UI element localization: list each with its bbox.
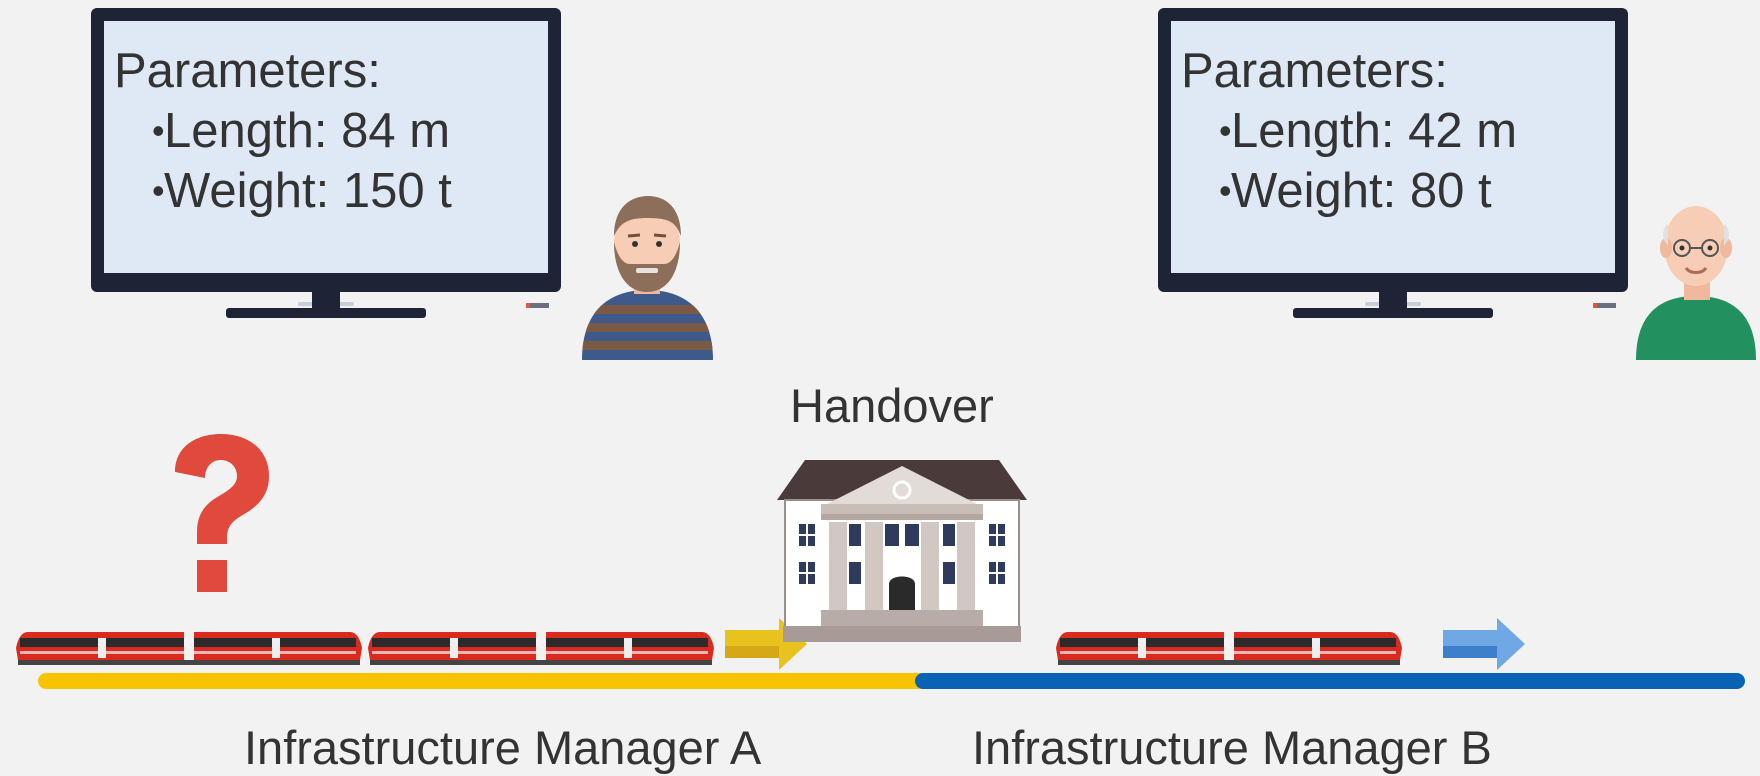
arrow-right-icon [1443,618,1525,670]
station-building-icon [777,460,1027,642]
left-monitor: Parameters: Length: 84 m Weight: 150 t [91,8,561,318]
handover-label: Handover [790,379,994,432]
monitor-stand-foot [226,308,426,318]
right-monitor: Parameters: Length: 42 m Weight: 80 t [1158,8,1628,318]
manager-a-label: Infrastructure Manager A [244,721,762,774]
parameters-title: Parameters: [114,44,381,98]
monitor-screen: Parameters: Length: 42 m Weight: 80 t [1171,21,1615,273]
parameter-weight: Weight: 80 t [1181,161,1517,221]
question-mark-icon [175,434,269,592]
parameters-title: Parameters: [1181,44,1448,98]
bearded-man-avatar [582,196,713,360]
monitor-stand-neck [312,292,340,310]
train-icon [1056,632,1402,665]
parameter-weight: Weight: 150 t [114,161,452,221]
power-led-icon [526,303,549,308]
manager-b-label: Infrastructure Manager B [972,721,1492,774]
parameter-length: Length: 42 m [1181,101,1517,161]
bald-man-avatar [1636,206,1756,360]
train-icon [368,632,714,665]
monitor-screen: Parameters: Length: 84 m Weight: 150 t [104,21,548,273]
track-infrastructure-b [915,673,1745,689]
monitor-stand-neck [1379,292,1407,310]
train-icon [16,632,362,665]
parameter-length: Length: 84 m [114,101,452,161]
monitor-stand-foot [1293,308,1493,318]
parameters-list: Length: 84 m Weight: 150 t [114,101,452,221]
parameters-list: Length: 42 m Weight: 80 t [1181,101,1517,221]
track-infrastructure-a [38,673,928,689]
power-led-icon [1593,303,1616,308]
